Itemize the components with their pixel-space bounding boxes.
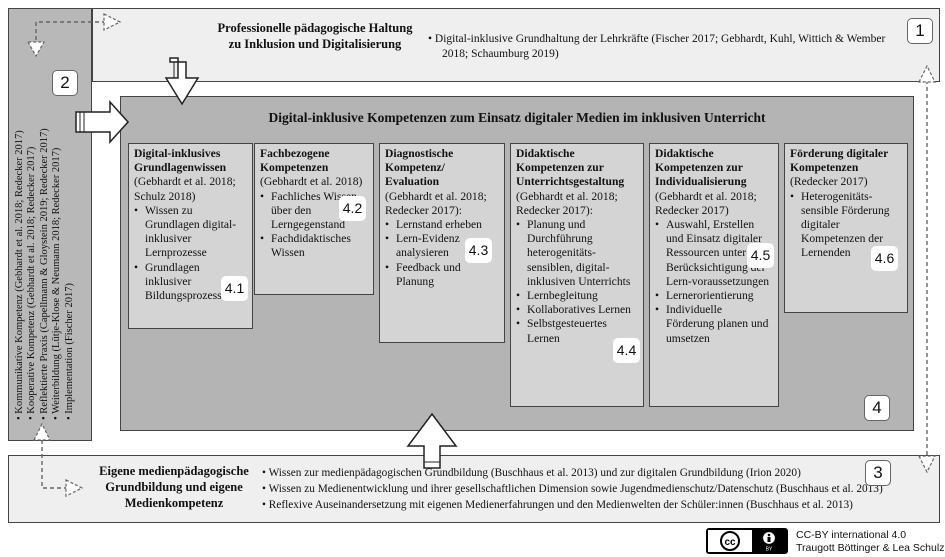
dashed-arrow-head-4 [918,455,936,474]
haltung-bullet: Digital-inklusive Grundhaltung der Lehrk… [428,32,888,62]
competence-bullet: Lernstand erheben [385,218,499,232]
block-arrow-down [164,57,200,106]
competence-bullet: Wissen zu Grundlagen digital-inklusiver … [134,204,247,261]
medienkompetenz-bullet: Wissen zur medienpädagogischen Grundbild… [262,465,942,481]
dashed-arrow-head-5 [33,422,51,441]
svg-text:cc: cc [724,537,736,548]
competence-bullets: Planung und Durchführung heterogenitäts-… [516,218,638,346]
medienkompetenz-title: Eigene medienpädagogische Grundbildung u… [99,464,249,510]
competence-bullet: Lernbegleitung [516,289,638,303]
license-text: CC-BY international 4.0 Traugott Bötting… [796,529,944,555]
competence-bullet: Individuelle Förderung planen und umsetz… [655,303,773,346]
competence-bullet: Grundlagen inklusiver Bildungsprozesse [134,261,247,304]
kooperation-item: • Implementation (Fischer 2017) [63,283,75,420]
block-arrow-right [75,100,130,144]
competence-bullet: Selbstgesteuertes Lernen [516,317,638,345]
license-block: cc BY CC-BY international 4.0 Traugott B… [706,528,944,556]
number-badge-4: 4 [864,395,890,421]
competence-bullets: Wissen zu Grundlagen digital-inklusiver … [134,204,247,303]
kooperation-list: • Kommunikative Kompetenz (Gebhardt et a… [14,128,90,420]
cc-by-badge: cc BY [706,528,788,554]
competence-bullet: Lernerorientierung [655,289,773,303]
license-line: CC-BY international 4.0 [796,529,907,541]
kooperation-panel [8,8,92,441]
badge-4-4: 4.4 [613,338,640,363]
number-badge-2: 2 [52,70,78,96]
competence-bullet: Heterogenitäts-sensible Förderung digita… [790,190,902,261]
competence-source: (Gebhardt et al. 2018; Redecker 2017): [385,189,487,217]
kooperation-item: • Reflektierte Praxis (Capellmann & Gloy… [38,128,50,420]
number-badge-1: 1 [907,18,933,44]
competence-source: (Redecker 2017) [790,175,868,189]
competence-title: Didaktische Kompetenzen zur Unterrichtsg… [516,147,625,189]
competence-title: Fachbezogene Kompetenzen [260,147,330,175]
dashed-arrow-head-1 [103,13,122,31]
kooperation-item: • Kooperative Kompetenz (Gebhardt et al.… [26,146,38,420]
medienkompetenz-bullet: Reflexive Auseinandersetzung mit eigenen… [262,497,942,513]
competence-bullet: Lern-Evidenz analysieren [385,232,499,260]
competence-bullet: Auswahl, Erstellen und Einsatz digitaler… [655,218,773,289]
competence-bullets: Fachliches Wissen über den Lerngegenstan… [260,190,368,261]
badge-4-5: 4.5 [747,243,774,268]
medienkompetenz-bullet: Wissen zu Medienentwicklung und ihrer ge… [262,481,942,497]
competence-title: Förderung digitaler Kompetenzen [790,147,889,175]
badge-4-3: 4.3 [465,238,492,263]
kooperation-item: • Weiterbildung (Lütje-Klose & Neumann 2… [51,147,63,420]
kooperation-item: • Kommunikative Kompetenz (Gebhardt et a… [14,130,25,420]
competence-bullet: Feedback und Planung [385,261,499,289]
number-badge-3: 3 [865,460,891,486]
competence-card-4-4: Didaktische Kompetenzen zur Unterrichtsg… [510,143,644,407]
competence-bullets: Heterogenitäts-sensible Förderung digita… [790,190,902,261]
block-arrow-up [406,412,458,469]
dashed-arrow-head-2 [26,41,46,58]
license-authors: Traugott Böttinger & Lea Schulz [796,542,945,554]
competence-title: Digital-inklusives Grundlagenwissen [134,147,227,175]
badge-4-2: 4.2 [339,196,366,221]
dashed-arrow-head-3 [918,64,936,83]
haltung-bullets: Digital-inklusive Grundhaltung der Lehrk… [428,32,888,62]
competence-bullet: Fachliches Wissen über den Lerngegenstan… [260,190,368,233]
competence-title: Didaktische Kompetenzen zur Individualis… [655,147,747,189]
svg-text:BY: BY [766,547,773,553]
competence-bullet: Kollaboratives Lernen [516,303,638,317]
competence-bullet: Fachdidaktisches Wissen [260,232,368,260]
medienkompetenz-bullets: Wissen zur medienpädagogischen Grundbild… [262,465,942,513]
badge-4-6: 4.6 [871,246,898,271]
competence-source: (Gebhardt et al. 2018; Schulz 2018) [134,175,236,203]
competence-source: (Gebhardt et al. 2018; Redecker 2017) [655,189,757,217]
competence-source: (Gebhardt et al. 2018; Redecker 2017): [516,189,618,217]
competence-card-4-1: Digital-inklusives Grundlagenwissen (Geb… [128,143,253,329]
competence-card-4-5: Didaktische Kompetenzen zur Individualis… [649,143,779,407]
badge-4-1: 4.1 [221,276,248,301]
kompetenzen-title: Digital-inklusive Kompetenzen zum Einsat… [268,110,766,125]
competence-title: Diagnostische Kompetenz/ Evaluation [385,147,454,189]
dashed-arrow-2-to-3 [41,440,68,489]
competence-source: (Gebhardt et al. 2018) [260,175,363,189]
haltung-title: Professionelle pädagogische Haltung zu I… [217,21,413,51]
competence-bullet: Planung und Durchführung heterogenitäts-… [516,218,638,289]
competence-card-4-6: Förderung digitaler Kompetenzen (Redecke… [784,143,908,313]
dashed-arrow-head-6 [65,479,84,497]
competence-bullets: Auswahl, Erstellen und Einsatz digitaler… [655,218,773,346]
dashed-arrow-2-to-1 [35,21,104,40]
competence-bullets: Lernstand erheben Lern-Evidenz analysier… [385,218,499,289]
